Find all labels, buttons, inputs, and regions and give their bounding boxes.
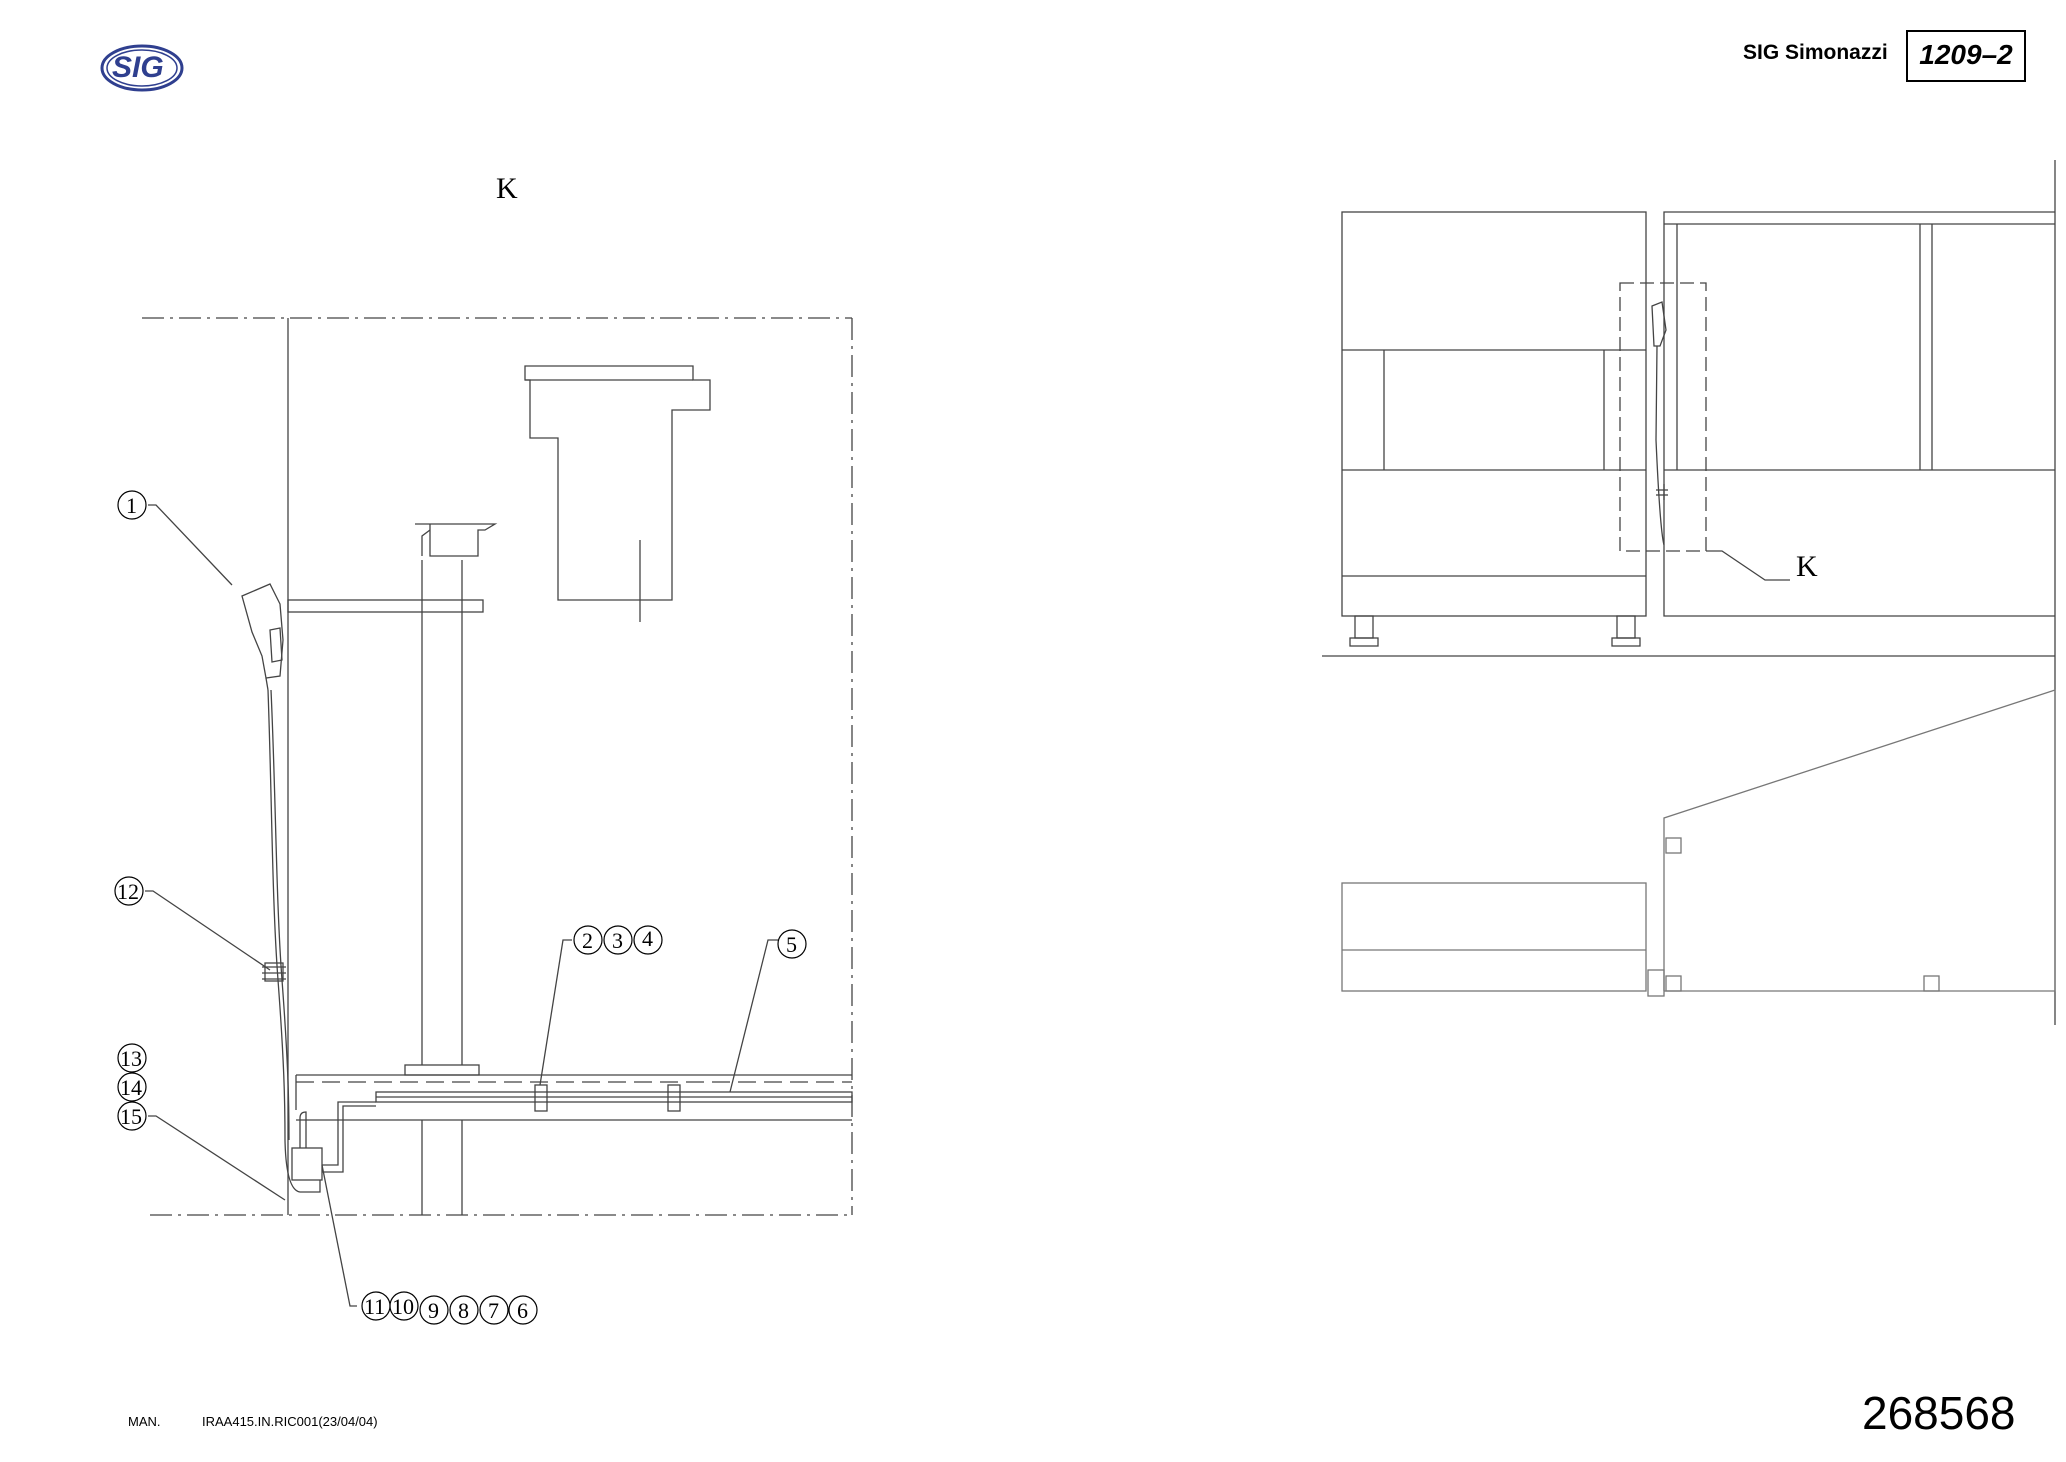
callout-6: 6 (517, 1298, 528, 1323)
hose-clamp (262, 962, 286, 982)
callout-12: 12 (117, 879, 139, 904)
callout-9: 9 (428, 1298, 439, 1323)
hand-sprayer (241, 583, 284, 691)
callout-13: 13 (120, 1046, 142, 1071)
callout-11: 11 (364, 1294, 386, 1319)
callout-3: 3 (612, 928, 623, 953)
valve-assembly (284, 1101, 376, 1193)
callout-7: 7 (488, 1298, 499, 1323)
callout-circles (114, 490, 807, 1325)
callout-14: 14 (120, 1075, 142, 1100)
detail-ref-label: K (1796, 550, 1818, 583)
spray-hose (267, 689, 286, 1141)
sig-logo (100, 44, 184, 92)
machine-overview (1322, 160, 2056, 1025)
callout-8: 8 (458, 1298, 469, 1323)
page-number: 268568 (1862, 1387, 2016, 1439)
base-rail (295, 1074, 853, 1121)
brand-name: SIG Simonazzi (1743, 41, 1888, 64)
sig-logo-text: SIG (112, 51, 164, 84)
callout-1: 1 (126, 493, 137, 518)
detail-view-label: K (496, 172, 518, 205)
footer-man-label: MAN. (128, 1414, 161, 1429)
detail-boundary (142, 317, 853, 1216)
footer-doc-ref: IRAA415.IN.RIC001(23/04/04) (202, 1414, 378, 1429)
leader-lines (145, 504, 778, 1307)
drawing-code: 1209–2 (1906, 30, 2026, 82)
callout-15: 15 (120, 1104, 142, 1129)
callout-5: 5 (786, 932, 797, 957)
support-arm (287, 599, 484, 613)
callout-10: 10 (392, 1294, 414, 1319)
column (404, 523, 498, 1215)
callout-2: 2 (582, 928, 593, 953)
hopper (524, 365, 711, 601)
callout-4: 4 (642, 926, 653, 951)
